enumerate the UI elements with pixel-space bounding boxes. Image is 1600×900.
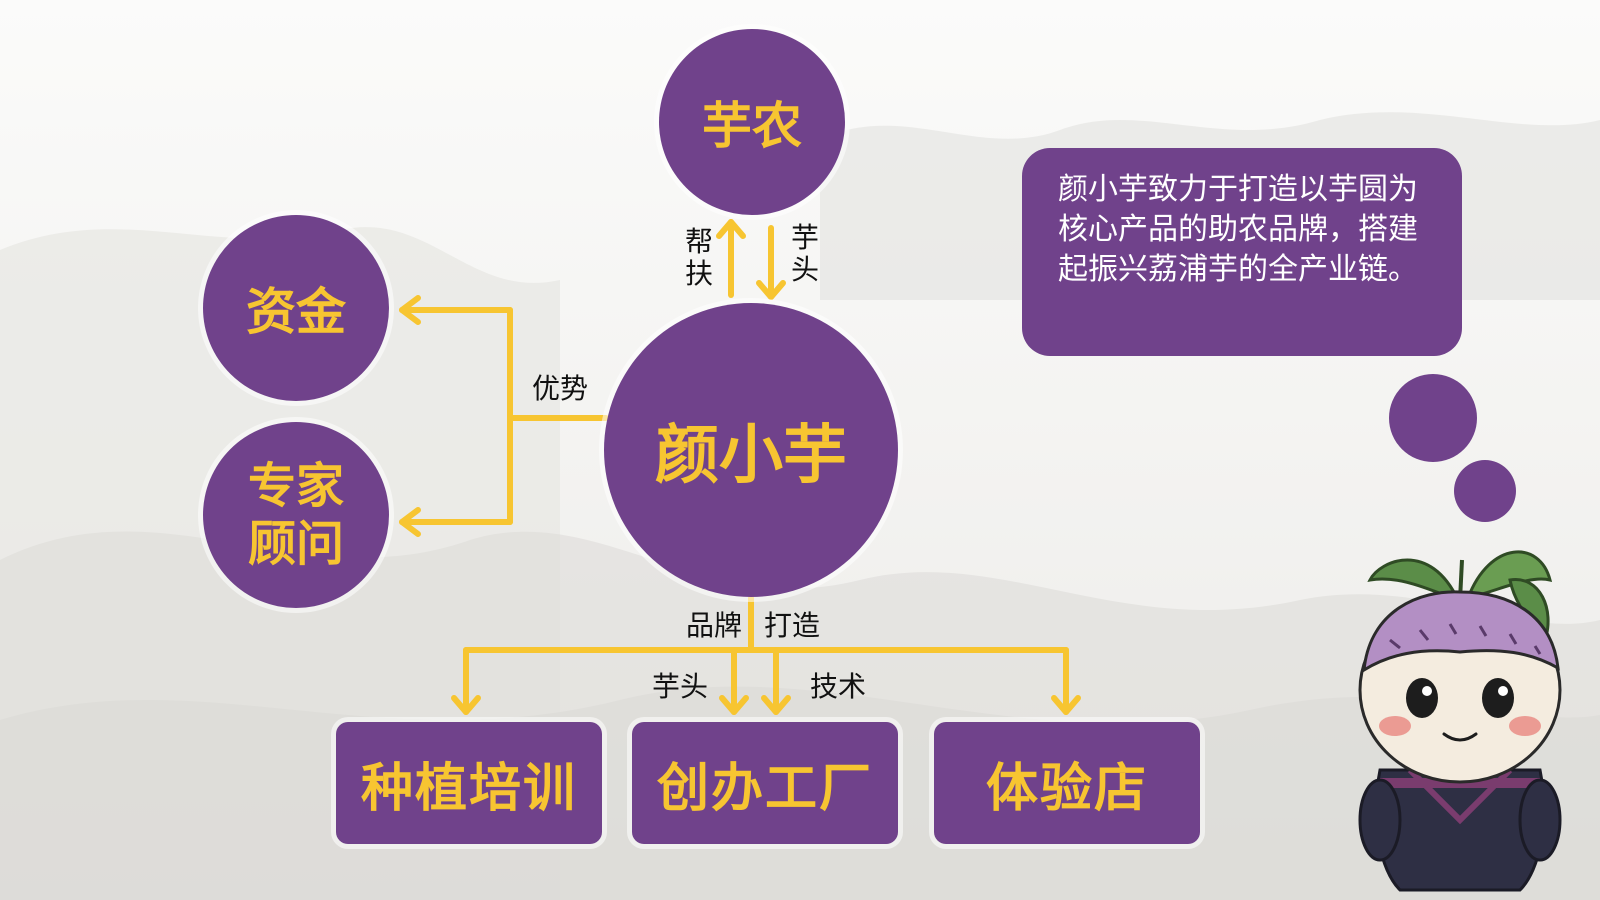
node-experts: 专家 顾问	[203, 422, 389, 608]
node-center-brand: 颜小芋	[604, 303, 898, 597]
box-found-factory-label: 创办工厂	[656, 758, 873, 819]
node-taro-farmers: 芋农	[659, 29, 845, 215]
box-found-factory: 创办工厂	[632, 722, 898, 844]
box-experience-store: 体验店	[934, 722, 1200, 844]
label-taro: 芋头	[652, 670, 709, 703]
description-text: 颜小芋致力于打造以芋圆为核心产品的助农品牌，搭建起振兴荔浦芋的全产业链。	[1058, 172, 1418, 287]
node-center-label: 颜小芋	[655, 419, 847, 493]
description-bubble: 颜小芋致力于打造以芋圆为核心产品的助农品牌，搭建起振兴荔浦芋的全产业链。	[1022, 148, 1462, 356]
node-funds-label: 资金	[246, 283, 346, 341]
box-planting-training-label: 种植培训	[360, 758, 577, 819]
label-help: 帮 扶	[684, 225, 713, 291]
label-advantage: 优势	[532, 372, 589, 405]
label-tech: 技术	[810, 670, 867, 703]
thought-dot-small	[1454, 460, 1516, 522]
label-brand: 品牌	[686, 609, 743, 642]
thought-dot-large	[1389, 374, 1477, 462]
node-taro-farmers-label: 芋农	[702, 97, 802, 155]
box-planting-training: 种植培训	[336, 722, 602, 844]
node-experts-label-line1: 专家	[247, 458, 344, 514]
label-build: 打造	[764, 609, 821, 642]
node-funds: 资金	[203, 215, 389, 401]
arrow-help-up-head	[716, 219, 746, 239]
taro-mascot-illustration	[1358, 550, 1562, 892]
label-taro-vertical: 芋 头	[790, 221, 819, 287]
node-experts-label-line2: 顾问	[247, 516, 344, 572]
arrow-taro-down-head	[756, 280, 786, 300]
box-experience-store-label: 体验店	[985, 758, 1148, 819]
